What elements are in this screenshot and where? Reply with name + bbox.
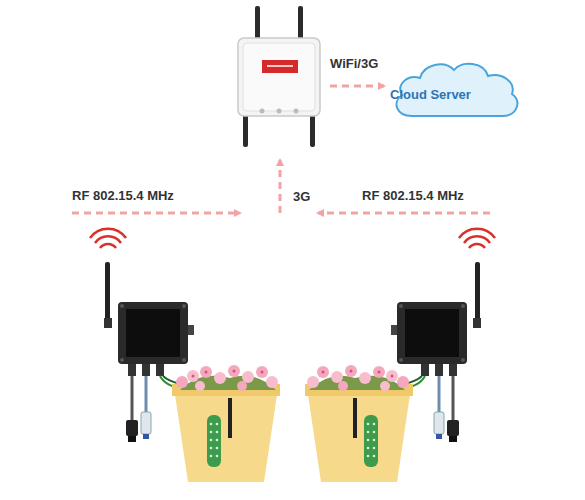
cloud-node: Cloud Server <box>390 58 524 120</box>
link-label: 3G <box>293 189 310 204</box>
cloud-label: Cloud Server <box>390 87 471 102</box>
link-label: WiFi/3G <box>330 56 378 71</box>
link-label: RF 802.15.4 MHz <box>72 188 174 203</box>
link-label: RF 802.15.4 MHz <box>362 188 464 203</box>
